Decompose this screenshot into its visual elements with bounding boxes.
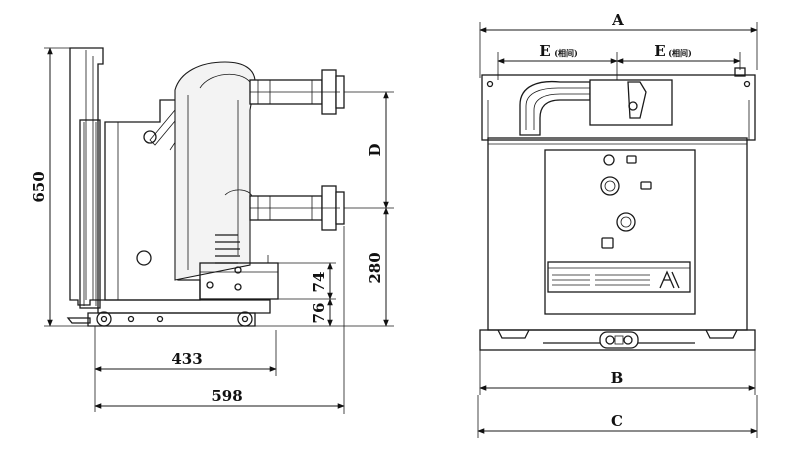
- dim-b: B: [479, 350, 756, 395]
- push-button[interactable]: [601, 237, 614, 249]
- dim-label-d: D: [366, 143, 384, 156]
- top-panel: [481, 67, 756, 141]
- dim-label-a: A: [611, 11, 624, 29]
- logo-mark: [659, 270, 680, 289]
- control-panel: [544, 149, 696, 315]
- base-rail: [479, 329, 756, 351]
- upper-mechanism: [519, 79, 673, 136]
- frame-hole-top: [143, 130, 157, 144]
- mechanism-pin: [628, 101, 638, 111]
- lower-contact-arm: [249, 185, 345, 231]
- chassis: [66, 299, 271, 327]
- dim-note-e-left: (相间): [554, 48, 578, 58]
- indicator-top: [603, 154, 615, 166]
- wheel-rear: [237, 311, 253, 327]
- dim-note-e-right: (相间): [668, 48, 692, 58]
- spring: [215, 234, 240, 264]
- dim-280: 280: [255, 207, 394, 327]
- dim-a: A: [479, 11, 758, 78]
- dim-74: 74: [278, 262, 336, 300]
- main-body: [487, 137, 748, 331]
- dim-433: 433: [94, 326, 277, 412]
- side-view: 650 D 280 74 76: [30, 47, 394, 414]
- indicator-slot-mid: [640, 181, 652, 190]
- frame-hole-bottom: [136, 250, 152, 266]
- upper-contact-arm: [249, 69, 345, 115]
- dim-d: D: [344, 91, 394, 209]
- indicator-slot-top: [626, 155, 637, 164]
- nameplate: [547, 261, 691, 293]
- dim-label-76: 76: [310, 303, 328, 324]
- dim-76: 76: [310, 298, 333, 327]
- dim-650: 650: [30, 47, 88, 327]
- dim-label-74: 74: [310, 272, 328, 293]
- knob-upper[interactable]: [600, 176, 620, 196]
- dim-label-280: 280: [366, 252, 384, 283]
- dim-c: C: [477, 395, 758, 438]
- pole-housing: [174, 61, 256, 281]
- wheel-front: [96, 311, 112, 327]
- dim-label-b: B: [611, 369, 624, 387]
- dim-label-598: 598: [211, 387, 242, 405]
- dim-598: 598: [94, 226, 345, 414]
- dim-label-c: C: [611, 412, 623, 430]
- dim-label-650: 650: [30, 171, 48, 202]
- knob-lower[interactable]: [616, 212, 636, 232]
- front-panel: [69, 47, 104, 309]
- dim-label-e-right: E: [654, 42, 665, 60]
- dim-e-left: E (相间): [497, 42, 618, 80]
- base-bracket: [199, 255, 279, 300]
- dim-e-right: E (相间): [616, 42, 741, 70]
- dim-label-433: 433: [171, 350, 202, 368]
- dim-label-e-left: E: [539, 42, 550, 60]
- base-lock: [599, 331, 639, 349]
- front-view: A E (相间) E (相间) B C: [477, 11, 758, 438]
